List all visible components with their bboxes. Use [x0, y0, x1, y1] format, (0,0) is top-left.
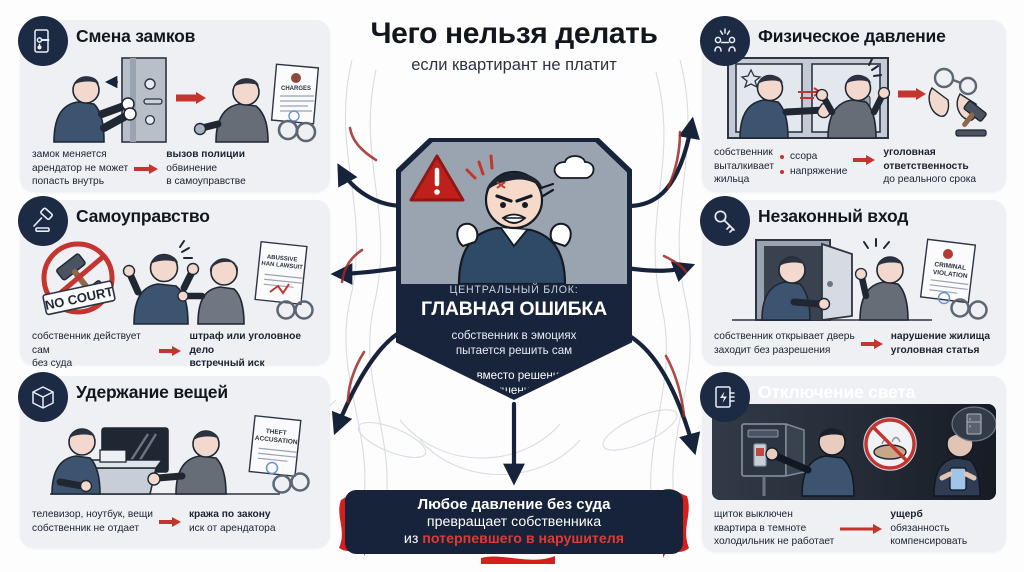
caption-right: штраф или уголовное дело встречный иск: [189, 331, 302, 370]
card-illustration-self-justice: NO COURT A: [30, 234, 320, 326]
conflict-people-icon: [700, 16, 750, 66]
caption-right: вызов полиции обвинение в самоуправстве: [166, 149, 246, 188]
card-caption: собственник действует сам без суда штраф…: [32, 330, 320, 371]
key-icon: [700, 196, 750, 246]
card-illustration-physical-pressure: [712, 54, 996, 142]
banner-line-1: Любое давление без суда: [417, 496, 611, 514]
card-title: Незаконный вход: [758, 206, 909, 226]
electrical-panel-icon: [700, 372, 750, 422]
card-title: Отключение света: [758, 382, 916, 402]
center-note: вместо решения — нарушение закона: [411, 368, 617, 395]
svg-text:CHARGES: CHARGES: [281, 86, 311, 92]
card-caption: щиток выключен квартира в темноте холоди…: [714, 508, 996, 549]
card-title: Самоуправство: [76, 206, 210, 226]
card-physical-pressure[interactable]: Физическое давление: [700, 16, 1006, 192]
caption-arrow-icon: [159, 345, 182, 356]
banner-content: Любое давление без суда превращает собст…: [345, 490, 683, 554]
caption-arrow-icon: [860, 338, 883, 349]
center-text: ЦЕНТРАЛЬНЫЙ БЛОК: ГЛАВНАЯ ОШИБКА собстве…: [411, 284, 617, 395]
card-property-retention[interactable]: Удержание вещей: [18, 372, 330, 548]
caption-bullets: ссора напряжение: [780, 150, 847, 180]
card-caption: собственник выталкивает жильца ссора нап…: [714, 146, 996, 187]
caption-right: ущерб обязанность компенсировать: [890, 509, 968, 548]
center-description: собственник в эмоциях пытается решить са…: [451, 329, 577, 358]
caption-left: замок меняется арендатор не может попаст…: [32, 149, 129, 188]
caption-left: собственник выталкивает жильца: [714, 147, 775, 186]
gavel-icon: [18, 196, 68, 246]
svg-text:ACCUSATION: ACCUSATION: [254, 435, 298, 446]
banner-line-3: из потерпевшего в нарушителя: [403, 530, 625, 547]
caption-arrow-icon: [158, 516, 181, 527]
caption-arrow-icon: [840, 523, 883, 534]
caption-arrow-icon: [853, 155, 876, 165]
card-self-justice[interactable]: Самоуправство NO COURT: [18, 196, 330, 369]
angry-owner-illustration: [401, 142, 627, 284]
card-power-cutoff[interactable]: Отключение света: [700, 372, 1006, 552]
page-title: Чего нельзя делать если квартирант не пл…: [332, 18, 696, 74]
card-caption: телевизор, ноутбук, вещи собственник не …: [32, 508, 320, 535]
card-illustration-lock-change: CHARGES: [30, 54, 320, 144]
card-illustration-power-cutoff: [712, 404, 996, 500]
door-lock-icon: [18, 16, 68, 66]
caption-left: собственник действует сам без суда: [32, 331, 141, 370]
svg-text:CRIMINAL: CRIMINAL: [934, 261, 966, 272]
svg-text:ABUSSIVE: ABUSSIVE: [267, 254, 298, 263]
box-icon: [18, 372, 68, 422]
bottom-banner: Любое давление без суда превращает собст…: [339, 488, 689, 564]
title-subtitle: если квартирант не платит: [411, 55, 617, 74]
caption-right: уголовная ответственность до реального с…: [883, 147, 977, 186]
svg-text:HAN LAWSUIT: HAN LAWSUIT: [261, 261, 303, 271]
caption-left: телевизор, ноутбук, вещи собственник не …: [32, 509, 153, 534]
caption-arrow-icon: [134, 163, 159, 174]
title-main: Чего нельзя делать: [370, 17, 658, 50]
banner-line-2: превращает собственника: [426, 513, 602, 530]
center-label: ЦЕНТРАЛЬНЫЙ БЛОК:: [449, 284, 579, 296]
card-caption: замок меняется арендатор не может попаст…: [32, 148, 320, 189]
card-title: Смена замков: [76, 26, 196, 46]
caption-left: собственник открывает дверь заходит без …: [714, 331, 855, 356]
center-heading: ГЛАВНАЯ ОШИБКА: [421, 298, 607, 320]
card-illustration-property-retention: THEFT ACCUSATION: [30, 410, 320, 502]
caption-right: кража по закону иск от арендатора: [188, 509, 276, 534]
svg-text:THEFT: THEFT: [265, 428, 287, 437]
caption-right: нарушение жилища уголовная статья: [890, 331, 991, 356]
card-caption: собственник открывает дверь заходит без …: [714, 330, 996, 357]
card-title: Физическое давление: [758, 26, 946, 46]
card-lock-change[interactable]: Смена замков: [18, 16, 330, 192]
caption-left: щиток выключен квартира в темноте холоди…: [714, 509, 835, 548]
card-title: Удержание вещей: [76, 382, 228, 402]
center-block: ЦЕНТРАЛЬНЫЙ БЛОК: ГЛАВНАЯ ОШИБКА собстве…: [396, 138, 632, 400]
card-illegal-entry[interactable]: Незаконный вход: [700, 196, 1006, 365]
card-illustration-illegal-entry: CRIMINAL VIOLATION: [712, 234, 996, 326]
svg-text:VIOLATION: VIOLATION: [932, 269, 968, 280]
